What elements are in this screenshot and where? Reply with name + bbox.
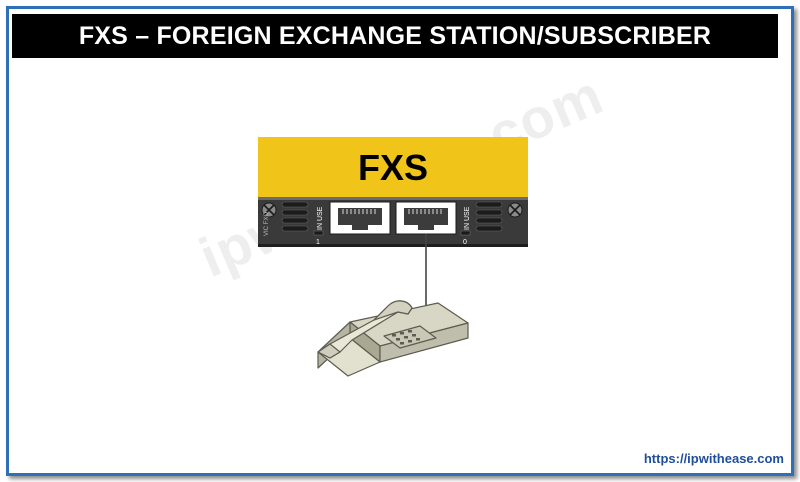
fxs-module-header	[258, 137, 528, 197]
right-vent-icon	[475, 201, 503, 232]
fxs-module-label: FXS	[357, 147, 428, 188]
port-0-number: 0	[463, 239, 467, 246]
analog-telephone-icon	[317, 300, 469, 377]
right-screw-icon	[507, 202, 523, 218]
rj11-port-0	[395, 201, 457, 235]
rj11-port-1	[329, 201, 391, 235]
port-1-led	[313, 230, 324, 236]
page-title: FXS – FOREIGN EXCHANGE STATION/SUBSCRIBE…	[12, 14, 778, 58]
port-1-number: 1	[316, 239, 320, 246]
left-vent-icon	[281, 201, 309, 232]
port-0-status-label: IN USE	[464, 206, 471, 230]
source-url: https://ipwithease.com	[643, 451, 784, 466]
title-text: FXS – FOREIGN EXCHANGE STATION/SUBSCRIBE…	[78, 21, 712, 50]
port-0-led	[460, 230, 471, 236]
port-1-status-label: IN USE	[317, 206, 324, 230]
fxs-interface-card: VIC FXO IN USE 1	[258, 197, 528, 247]
left-screw-icon	[261, 202, 277, 218]
card-marking: VIC FXO	[264, 212, 270, 236]
